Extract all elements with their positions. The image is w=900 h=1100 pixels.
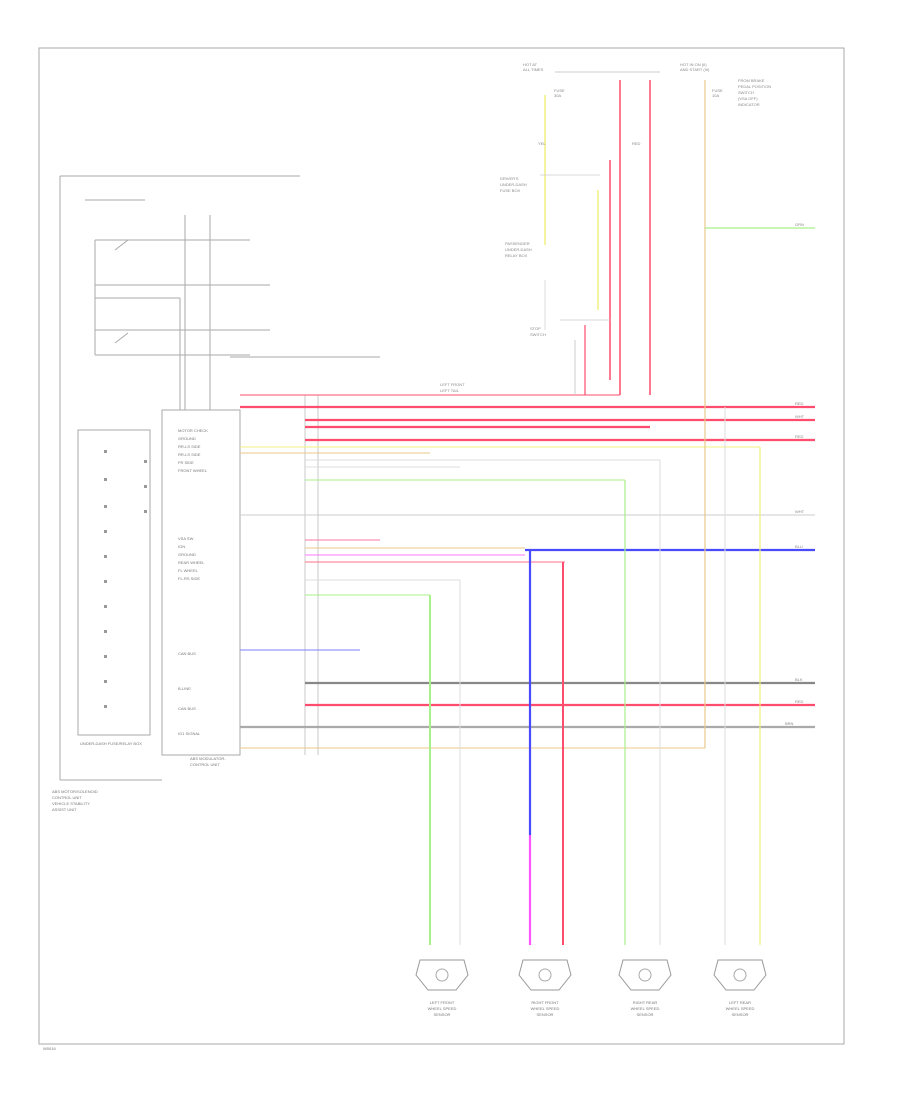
hot-in-on-1: HOT IN ON (II)	[680, 62, 707, 67]
module-pin-label: GROUND	[178, 436, 196, 441]
diagram-frame	[38, 47, 845, 1045]
hot-at-all-times-1: HOT AT	[523, 62, 538, 67]
module-pin-label: IG1 SIGNAL	[178, 731, 201, 736]
tag-red-3: RED	[795, 699, 804, 704]
module-pin-label: CAN BUS	[178, 706, 196, 711]
right-note-2: PEDAL POSITION	[738, 84, 771, 89]
sensor-label: RIGHT REAR	[633, 1000, 658, 1005]
right-ground-2: LEFT TAIL	[440, 388, 460, 393]
sensor-body-icon	[415, 959, 469, 991]
sensor-label: SENSOR	[434, 1012, 451, 1017]
right-note-1: FROM BRAKE	[738, 78, 765, 83]
right-note-4: (VSA OFF)	[738, 96, 758, 101]
sensor-label: WHEEL SPEED	[428, 1006, 457, 1011]
sensor-label: SENSOR	[732, 1012, 749, 1017]
right-note-3: SWITCH	[738, 90, 754, 95]
module-pin-label: CAN BUS	[178, 651, 196, 656]
right-ground-1: LEFT FRONT	[440, 382, 465, 387]
tag-wht-1: WHT	[795, 414, 805, 419]
tag-yel-1: YEL	[538, 141, 546, 146]
right-note-5: INDICATOR	[738, 102, 760, 107]
module-pin-label: RR-LS SIDE	[178, 452, 201, 457]
sensor-core-icon	[638, 968, 652, 982]
lower-label-2: UNDER-DASH	[505, 247, 532, 252]
module-pin-label: RR-LS SIDE	[178, 444, 201, 449]
module-pin-label: MOTOR CHECK	[178, 428, 208, 433]
fuse-a-1: FUSE	[554, 88, 565, 93]
tag-red-4: RED	[632, 141, 641, 146]
sensor-label: LEFT REAR	[729, 1000, 751, 1005]
module-pin-label: GROUND	[178, 552, 196, 557]
lower-label-3: RELAY BOX	[505, 253, 528, 258]
sensor-label: WHEEL SPEED	[531, 1006, 560, 1011]
mid-label-3: FUSE BOX	[500, 188, 521, 193]
sensor-body-icon	[518, 959, 572, 991]
bus-wires	[240, 405, 815, 729]
module-pin-label: FR SIDE	[178, 460, 194, 465]
lower-label-1: PASSENGER	[505, 241, 530, 246]
module-pin-label: VSA SW	[178, 536, 194, 541]
stop-label-2: SWITCH	[530, 332, 546, 337]
connector-column	[304, 395, 319, 755]
side-unit	[59, 175, 300, 781]
sensor-core-icon	[538, 968, 552, 982]
sensor-core-icon	[435, 968, 449, 982]
fuse-b-2: 10A	[712, 93, 719, 98]
fuse-a-2: 30A	[554, 93, 561, 98]
side-unit-label: UNDER-DASH FUSE/RELAY BOX	[80, 741, 142, 746]
sensor-label: SENSOR	[537, 1012, 554, 1017]
sensor-label: WHEEL SPEED	[631, 1006, 660, 1011]
sensor-label: LEFT FRONT	[430, 1000, 455, 1005]
sensor-label: RIGHT FRONT	[531, 1000, 559, 1005]
thin-wires	[230, 356, 815, 749]
sensor-core-icon	[733, 968, 747, 982]
top-wires	[240, 71, 815, 748]
side-caption-3: VEHICLE STABILITY	[52, 801, 90, 806]
module-name-2: CONTROL UNIT	[190, 762, 220, 767]
tag-red-1: RED	[795, 401, 804, 406]
module-pin-label: B-LINE	[178, 686, 191, 691]
sensor-drops	[429, 407, 761, 945]
wire-tags: RED WHT RED WHT BLU BLK RED BRN GRN YEL …	[538, 141, 805, 726]
tag-grn-1: GRN	[795, 222, 804, 227]
module-pin-label: REAR WHEEL	[178, 560, 205, 565]
side-unit-pins	[104, 450, 147, 708]
module-pin-label: IGN	[178, 544, 185, 549]
module-pin-labels: MOTOR CHECK GROUND RR-LS SIDE RR-LS SIDE FR …	[178, 428, 208, 736]
hot-at-all-times-2: ALL TIMES	[523, 67, 544, 72]
side-caption-2: CONTROL UNIT	[52, 795, 82, 800]
sensor-body-icon	[618, 959, 672, 991]
module-pin-label: FRONT WHEEL	[178, 468, 208, 473]
mid-label-2: UNDER-DASH	[500, 182, 527, 187]
top-text: HOT AT ALL TIMES HOT IN ON (II) AND STAR…	[440, 62, 771, 393]
tag-brn-1: BRN	[785, 721, 794, 726]
module-name-1: ABS MODULATOR-	[190, 756, 226, 761]
module-pin-label: FL-RS SIDE	[178, 576, 200, 581]
side-caption-4: ASSIST UNIT	[52, 807, 77, 812]
sensor-label: SENSOR	[637, 1012, 654, 1017]
tag-red-2: RED	[795, 434, 804, 439]
footer-code: W0016	[43, 1046, 56, 1051]
sensor-body-icon	[713, 959, 767, 991]
mid-label-1: DRIVER'S	[500, 176, 519, 181]
tag-blu-1: BLU	[795, 544, 803, 549]
side-caption-1: ABS MOTOR/SOLENOID	[52, 789, 98, 794]
hot-in-on-2: AND START (III)	[680, 67, 710, 72]
tag-wht-2: WHT	[795, 509, 805, 514]
tag-blk-1: BLK	[795, 677, 803, 682]
fuse-b-1: FUSE	[712, 88, 723, 93]
sensor-label: WHEEL SPEED	[726, 1006, 755, 1011]
stop-label-1: STOP	[530, 326, 541, 331]
abs-module-box	[161, 409, 241, 756]
module-pin-label: FL WHEEL	[178, 568, 199, 573]
